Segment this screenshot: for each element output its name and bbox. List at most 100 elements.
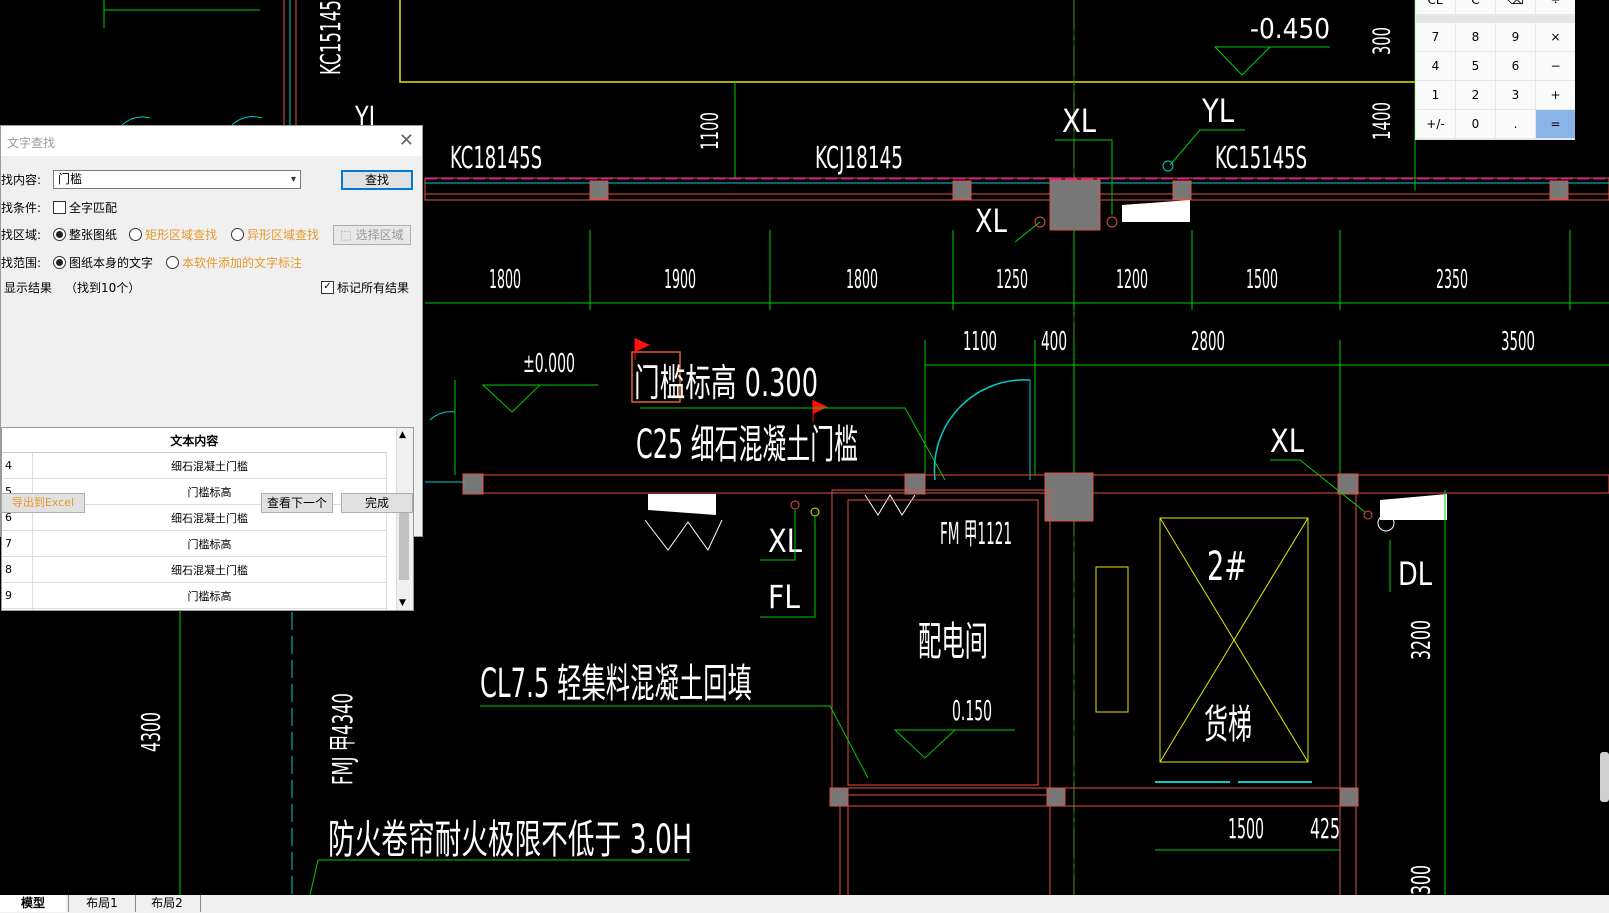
leader-line <box>480 705 869 779</box>
equipment-symbol <box>644 519 723 551</box>
elevator-car <box>1159 517 1309 763</box>
calc-key[interactable]: 9 <box>1496 23 1535 51</box>
find-input[interactable]: 门槛 ▾ <box>53 170 301 189</box>
select-area-button[interactable]: ⬚ 选择区域 <box>333 225 411 245</box>
calc-key[interactable]: 0 <box>1456 110 1495 138</box>
room-name-text: 配电间 <box>918 619 988 665</box>
level-triangle <box>1213 46 1272 76</box>
whole-word-checkbox[interactable]: 全字匹配 <box>53 196 117 220</box>
window-label-kcj18145: KCJ18145 <box>815 141 903 176</box>
dim-4300-vertical: 4300 <box>137 712 167 752</box>
dialog-titlebar[interactable]: 文字查找 ✕ <box>1 126 422 156</box>
find-button[interactable]: 查找 <box>341 170 413 190</box>
level-triangle <box>893 729 957 759</box>
scope-added-label: 本软件添加的文字标注 <box>182 256 303 270</box>
calc-key[interactable]: 8 <box>1456 23 1495 51</box>
tab-layout1[interactable]: 布局1 <box>68 895 136 912</box>
area-rect-label: 矩形区域查找 <box>145 228 218 242</box>
calc-key[interactable]: × <box>1536 23 1575 51</box>
column <box>829 787 849 807</box>
equipment-symbol <box>864 494 916 516</box>
scope-drawing-radio[interactable]: 图纸本身的文字 <box>53 251 153 275</box>
tab-model[interactable]: 模型 <box>0 895 66 912</box>
area-label: 找区域: <box>1 228 42 242</box>
radio-unselected[interactable] <box>129 228 142 241</box>
column <box>1044 472 1094 522</box>
area-rect-radio[interactable]: 矩形区域查找 <box>129 223 217 247</box>
calc-key[interactable]: + <box>1536 81 1575 109</box>
calc-key[interactable]: 7 <box>1416 23 1455 51</box>
calc-key[interactable]: ⌫ <box>1496 0 1535 14</box>
select-area-icon: ⬚ <box>340 228 352 242</box>
dim-3200-vertical: 3200 <box>1407 620 1437 660</box>
level-room-text: 0.150 <box>952 694 992 727</box>
dim-text-second: 2800 <box>1191 327 1225 357</box>
radio-selected[interactable] <box>53 228 66 241</box>
calc-key[interactable]: 2 <box>1456 81 1495 109</box>
chevron-down-icon[interactable]: ▼ <box>399 598 406 608</box>
radio-unselected[interactable] <box>231 228 244 241</box>
pipe-marker <box>810 507 820 517</box>
chevron-up-icon[interactable]: ▲ <box>399 430 406 440</box>
calc-key[interactable]: 1 <box>1416 81 1455 109</box>
close-icon[interactable]: ✕ <box>398 130 414 151</box>
dim-425-bottom: 425 <box>1310 812 1340 845</box>
select-area-label: 选择区域 <box>355 228 404 242</box>
calc-key[interactable]: ÷ <box>1536 0 1575 14</box>
leader-line <box>1169 129 1245 166</box>
threshold-concrete-text: C25 细石混凝土门槛 <box>636 422 858 468</box>
door-label-fmj: FMJ 甲4340 <box>326 693 359 785</box>
done-button[interactable]: 完成 <box>341 493 413 513</box>
row-text: 细石混凝土门槛 <box>32 556 387 583</box>
canvas-scroll-handle[interactable] <box>1600 752 1609 802</box>
scope-drawing-label: 图纸本身的文字 <box>69 256 154 270</box>
column <box>462 473 484 495</box>
column <box>1337 473 1359 495</box>
dialog-title: 文字查找 <box>7 136 56 150</box>
checkbox-box[interactable] <box>53 201 66 214</box>
results-scrollbar[interactable]: ▲ ▼ <box>396 428 413 610</box>
radio-unselected[interactable] <box>166 256 179 269</box>
chevron-down-icon[interactable]: ▾ <box>290 174 296 185</box>
calc-key[interactable]: CE <box>1416 0 1455 14</box>
label-fl: FL <box>768 578 800 616</box>
area-irregular-radio[interactable]: 异形区域查找 <box>231 223 319 247</box>
checkbox-box-checked[interactable]: ✓ <box>321 281 334 294</box>
calc-key[interactable]: 6 <box>1496 52 1535 80</box>
view-next-button[interactable]: 查看下一个 <box>261 493 333 513</box>
area-whole-radio[interactable]: 整张图纸 <box>53 223 117 247</box>
radio-selected[interactable] <box>53 256 66 269</box>
tab-layout2[interactable]: 布局2 <box>134 895 201 912</box>
text-find-dialog: 文字查找 ✕ 找内容: 门槛 ▾ 查找 找条件: 全字匹配 找区域: 整张图纸 … <box>0 125 423 611</box>
dim-text-second: 1100 <box>963 327 997 357</box>
calc-key[interactable]: 5 <box>1456 52 1495 80</box>
column <box>904 473 926 495</box>
calc-key[interactable]: 3 <box>1496 81 1535 109</box>
elevator-name-text: 货梯 <box>1204 702 1252 748</box>
table-row[interactable]: 10细石混凝土门槛 <box>2 608 387 610</box>
pipe-marker <box>1363 510 1373 520</box>
window-label-kc18145s: KC18145S <box>450 141 542 176</box>
scope-added-radio[interactable]: 本软件添加的文字标注 <box>166 251 302 275</box>
mark-all-checkbox[interactable]: ✓标记所有结果 <box>321 276 409 300</box>
calc-key[interactable]: C <box>1456 0 1495 14</box>
calc-key[interactable]: 4 <box>1416 52 1455 80</box>
export-excel-button[interactable]: 导出到Excel <box>1 493 85 513</box>
pipe-marker <box>1034 216 1046 228</box>
area-whole-label: 整张图纸 <box>69 228 118 242</box>
level-triangle <box>481 384 542 413</box>
calc-key[interactable]: − <box>1536 52 1575 80</box>
show-results-label: 显示结果 <box>4 281 53 295</box>
find-input-value: 门槛 <box>58 172 83 186</box>
calc-key[interactable]: +/- <box>1416 110 1455 138</box>
scrollbar-thumb[interactable] <box>399 502 409 580</box>
calc-key[interactable]: . <box>1496 110 1535 138</box>
calc-key[interactable]: = <box>1536 110 1575 138</box>
